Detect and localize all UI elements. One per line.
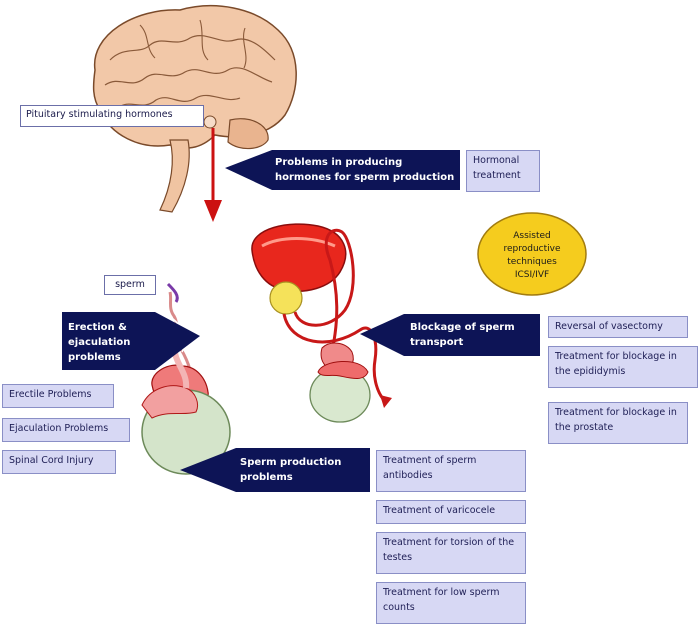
callout-shapes	[62, 150, 540, 492]
blockage-callout: Blockage of sperm transport	[410, 322, 515, 348]
torsion-box: Treatment for torsion of the testes	[376, 532, 526, 574]
vasectomy-reversal-box: Reversal of vasectomy	[548, 316, 688, 338]
bladder-illustration	[251, 223, 392, 423]
low-sperm-count-box: Treatment for low sperm counts	[376, 582, 526, 624]
pituitary-hormones-label: Pituitary stimulating hormones	[20, 105, 204, 127]
erection-problems-callout: Erection & ejaculation problems	[68, 322, 131, 363]
sperm-label: sperm	[104, 275, 156, 295]
epididymis-treatment-box: Treatment for blockage in the epididymis	[548, 346, 698, 388]
sperm-antibodies-box: Treatment of sperm antibodies	[376, 450, 526, 492]
testis-illustration	[141, 282, 231, 475]
varicocele-box: Treatment of varicocele	[376, 500, 526, 524]
prostate-treatment-box: Treatment for blockage in the prostate	[548, 402, 688, 444]
art-oval	[477, 212, 587, 296]
art-oval-text: Assisted reproductive techniques ICSI/IV…	[503, 231, 561, 280]
erectile-problems-box: Erectile Problems	[2, 384, 114, 408]
spinal-cord-injury-box: Spinal Cord Injury	[2, 450, 116, 474]
hormone-arrow	[204, 128, 222, 222]
hormonal-treatment-box: Hormonal treatment	[466, 150, 540, 192]
sperm-production-callout: Sperm production problems	[240, 457, 342, 483]
hormone-problems-callout: Problems in producing hormones for sperm…	[275, 157, 455, 183]
ejaculation-problems-box: Ejaculation Problems	[2, 418, 130, 442]
